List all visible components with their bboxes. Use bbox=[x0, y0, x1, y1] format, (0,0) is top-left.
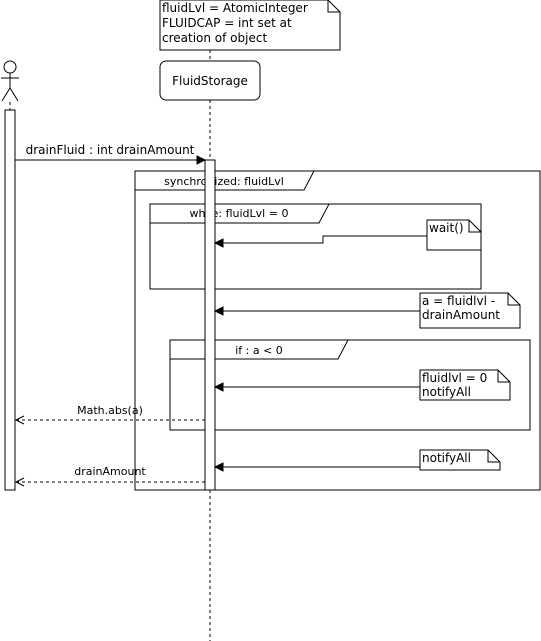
notify-arrow bbox=[213, 462, 420, 472]
top-note-line-1: fluidLvl = AtomicInteger bbox=[162, 1, 308, 15]
actor-icon bbox=[1, 60, 19, 102]
fluid-storage-label: FluidStorage bbox=[172, 74, 248, 88]
assign-note: a = fluidlvl - drainAmount bbox=[419, 292, 521, 329]
set-zero-note-line-2: notifyAll bbox=[422, 385, 471, 399]
drain-fluid-label: drainFluid : int drainAmount bbox=[26, 143, 195, 157]
set-zero-note: fluidlvl = 0 notifyAll bbox=[419, 369, 511, 401]
while-frame: while: fluidLvl = 0 bbox=[149, 203, 482, 290]
synchronized-frame: synchronized: fluidLvl bbox=[134, 170, 541, 491]
return-amount-message: drainAmount bbox=[14, 465, 205, 487]
assign-note-line-2: drainAmount bbox=[422, 308, 500, 322]
actor-activation-bar bbox=[4, 109, 16, 491]
synchronized-frame-label: synchronized: fluidLvl bbox=[164, 175, 284, 188]
set-zero-arrow bbox=[213, 382, 420, 392]
assign-arrow bbox=[213, 306, 420, 316]
if-frame-label: if : a < 0 bbox=[235, 344, 283, 357]
set-zero-note-line-1: fluidlvl = 0 bbox=[422, 371, 487, 385]
drain-fluid-message: drainFluid : int drainAmount bbox=[15, 143, 207, 165]
wait-note: wait() bbox=[426, 219, 482, 251]
top-note-line-3: creation of object bbox=[162, 31, 267, 45]
fluid-storage-activation-bar bbox=[204, 159, 216, 491]
wait-note-text: wait() bbox=[429, 221, 464, 235]
notify-note: notifyAll bbox=[419, 449, 501, 471]
top-note: fluidLvl = AtomicInteger FLUIDCAP = int … bbox=[159, 0, 341, 51]
return-abs-message: Math.abs(a) bbox=[14, 404, 205, 425]
assign-note-line-1: a = fluidlvl - bbox=[422, 294, 495, 308]
wait-arrow bbox=[213, 235, 427, 248]
return-abs-label: Math.abs(a) bbox=[77, 404, 143, 417]
notify-note-text: notifyAll bbox=[422, 451, 471, 465]
while-frame-label: while: fluidLvl = 0 bbox=[190, 207, 289, 220]
return-amount-label: drainAmount bbox=[74, 465, 146, 478]
top-note-line-2: FLUIDCAP = int set at bbox=[162, 16, 292, 30]
